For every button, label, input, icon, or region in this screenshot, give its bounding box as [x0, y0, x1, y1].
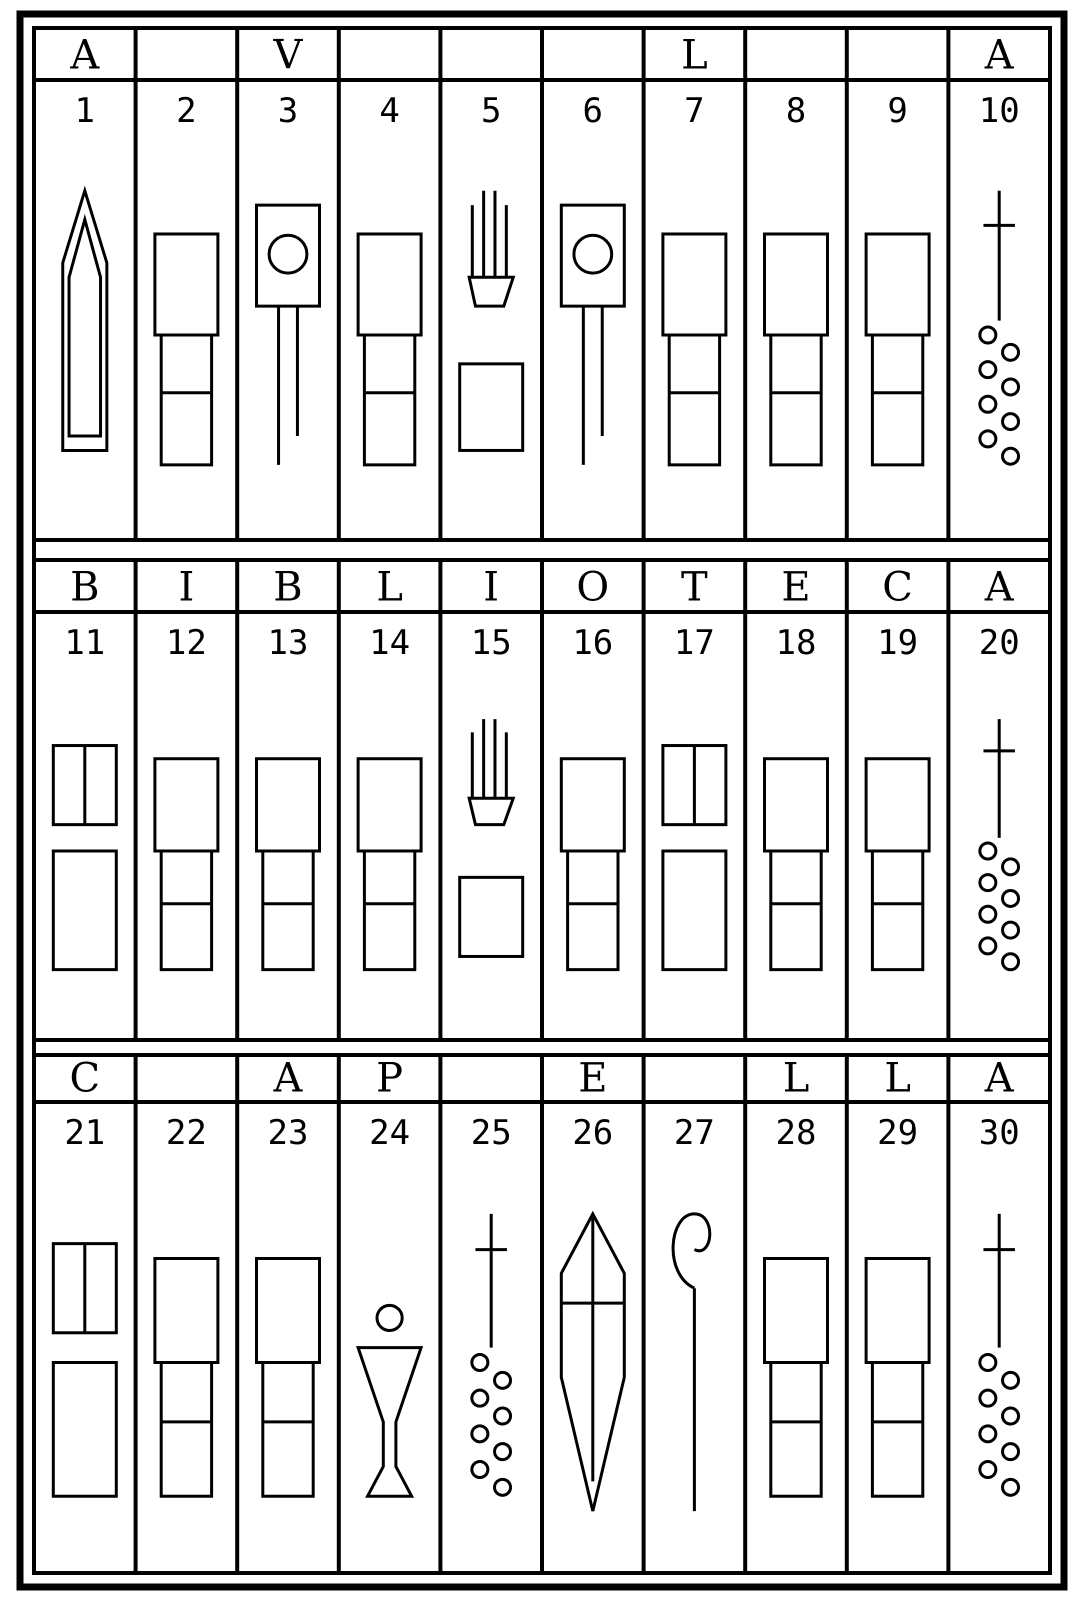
memory-letter: A — [273, 1056, 304, 1102]
altar-with-tablets-icon — [153, 1256, 220, 1498]
cell-number: 11 — [64, 623, 105, 663]
vestment-icon — [864, 1256, 931, 1498]
censer-icon — [255, 1256, 321, 1498]
memory-letter: V — [273, 33, 304, 79]
cell-number: 6 — [583, 91, 603, 131]
cell-number: 16 — [572, 623, 613, 663]
cell-number: 22 — [166, 1113, 207, 1153]
cell-number: 21 — [64, 1113, 105, 1153]
memory-letter: T — [681, 565, 708, 611]
arched-window-icon — [61, 185, 109, 452]
memory-letter: C — [882, 565, 913, 611]
hand-and-cross-icon — [470, 1213, 513, 1497]
hand-and-vase-icon — [458, 190, 525, 452]
cell-number: 12 — [166, 623, 207, 663]
cell-number: 9 — [887, 91, 907, 131]
cell-number: 3 — [278, 91, 298, 131]
memory-letter: A — [984, 33, 1015, 79]
memory-letter: I — [178, 565, 194, 611]
cell-number: 4 — [379, 91, 399, 131]
cell-number: 15 — [471, 623, 512, 663]
cell-number: 10 — [979, 91, 1020, 131]
lamp-on-cabinet-icon — [153, 757, 220, 972]
memory-letter: B — [273, 565, 302, 611]
memory-letter: B — [70, 565, 99, 611]
memory-letter: I — [483, 565, 499, 611]
cell-number: 18 — [776, 623, 817, 663]
memory-letter: P — [376, 1056, 403, 1102]
bed-with-canopy-icon — [763, 232, 829, 467]
letter-row-group: A V L A B I B L I O T E C A C A P E L L A — [69, 33, 1014, 1102]
shelf-with-books-icon — [51, 744, 118, 972]
memory-letter: A — [69, 33, 100, 79]
cell-number: 20 — [979, 623, 1020, 663]
potted-flower-icon — [356, 232, 423, 467]
memory-letter: E — [781, 565, 810, 611]
cell-number: 28 — [776, 1113, 817, 1153]
ewer-on-cabinet-icon — [153, 232, 220, 467]
grid-lines — [34, 26, 1050, 1575]
cell-number: 14 — [369, 623, 410, 663]
memory-letter: E — [578, 1056, 607, 1102]
chasuble-icon — [559, 1210, 626, 1512]
open-books-icon — [661, 744, 728, 972]
cell-number: 5 — [481, 91, 501, 131]
crozier-icon — [671, 1212, 712, 1512]
desk-with-globe-icon — [559, 757, 626, 972]
cell-number: 25 — [471, 1113, 512, 1153]
memory-letter: L — [783, 1056, 810, 1102]
cell-number: 13 — [268, 623, 309, 663]
cell-number: 19 — [877, 623, 918, 663]
hand-and-chest-icon — [458, 719, 525, 958]
cell-number: 24 — [369, 1113, 410, 1153]
stove-icon — [255, 757, 321, 972]
cell-number: 8 — [786, 91, 806, 131]
cell-number: 7 — [684, 91, 704, 131]
cell-number: 27 — [674, 1113, 715, 1153]
memory-letter: L — [376, 565, 403, 611]
candle-and-shelf-icon — [864, 757, 931, 972]
cross-and-rosary-icon — [978, 190, 1021, 466]
cell-number: 1 — [75, 91, 95, 131]
cell-number: 2 — [176, 91, 196, 131]
book-cabinet-icon — [51, 1242, 118, 1498]
memory-letter: A — [984, 1056, 1015, 1102]
reading-lectern-icon — [356, 757, 423, 972]
pendulum-clock-icon — [559, 203, 626, 465]
scrolls-and-basket-icon — [763, 757, 829, 972]
memory-letter: L — [884, 1056, 911, 1102]
framed-picture-icon — [661, 232, 728, 467]
memory-letter: O — [576, 565, 609, 611]
icon-group — [51, 185, 1021, 1512]
clock-tower-icon — [255, 203, 321, 465]
mitre-on-stand-icon — [763, 1256, 829, 1498]
cross-and-spectacles-icon — [978, 719, 1021, 972]
window-and-fruit-bowl-icon — [864, 232, 931, 467]
cell-number: 29 — [877, 1113, 918, 1153]
cell-number: 30 — [979, 1113, 1020, 1153]
chalice-icon — [356, 1303, 424, 1498]
cell-number: 17 — [674, 623, 715, 663]
memory-letter: L — [681, 33, 708, 79]
memory-letter: A — [984, 565, 1015, 611]
cross-on-stand-icon — [978, 1213, 1021, 1497]
cell-number: 26 — [572, 1113, 613, 1153]
outer-frame — [16, 10, 1068, 1591]
cell-number: 23 — [268, 1113, 309, 1153]
memory-letter: C — [69, 1056, 100, 1102]
